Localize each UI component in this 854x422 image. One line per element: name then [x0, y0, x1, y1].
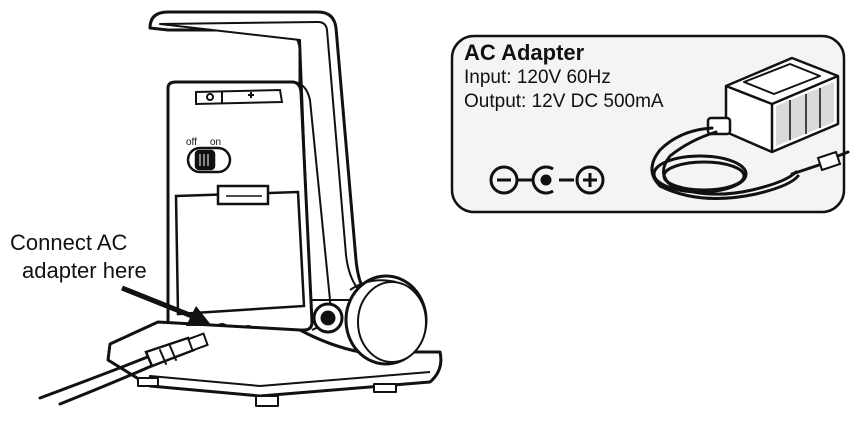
- polarity-symbol: [489, 165, 605, 195]
- adapter-title: AC Adapter: [464, 40, 585, 65]
- adapter-output-spec: Output: 12V DC 500mA: [464, 91, 664, 112]
- callout-line-2: adapter here: [22, 258, 147, 283]
- battery-door: [174, 184, 306, 316]
- callout-line-1: Connect AC: [10, 230, 128, 255]
- knob: [312, 274, 428, 366]
- dc-plug-cable: [38, 332, 209, 406]
- callout-arrow: [121, 285, 212, 326]
- adapter-input-spec: Input: 120V 60Hz: [464, 67, 611, 88]
- adapter-block: [706, 56, 840, 154]
- switch-off-label: off: [186, 137, 197, 148]
- switch-on-label: on: [210, 137, 222, 148]
- power-switch: [186, 146, 232, 174]
- adapter-cord: [650, 126, 850, 200]
- top-buttons: [195, 88, 284, 106]
